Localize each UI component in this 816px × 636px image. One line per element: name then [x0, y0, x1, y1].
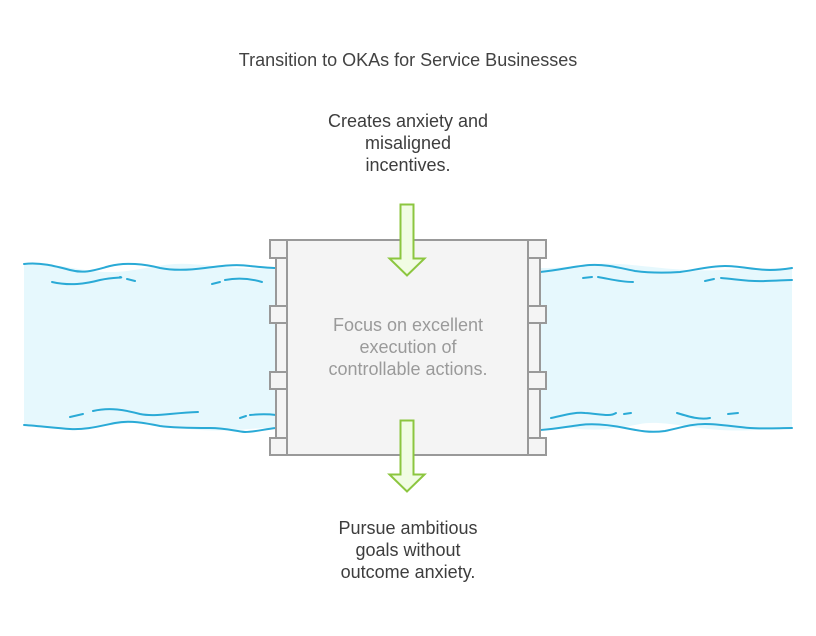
outflow-arrow-icon [387, 419, 427, 493]
river-top-ripple-right-1 [582, 276, 593, 279]
river-top-ripple-right-3 [704, 278, 715, 282]
inflow-arrow-icon [387, 203, 427, 277]
river-bottom-ripple-right-3 [676, 412, 711, 420]
dam-right-cap-3 [527, 371, 547, 390]
river-bottom-ripple-right-2 [623, 412, 632, 415]
outflow-label: Pursue ambitious goals without outcome a… [300, 517, 516, 583]
river-top-ripple-left-3 [211, 281, 221, 285]
dam-label: Focus on excellent execution of controll… [300, 314, 516, 380]
inflow-label-line: misaligned [364, 133, 452, 153]
river-bottom-ripple-left-4 [249, 413, 277, 416]
dam-right-cap-4 [527, 437, 547, 456]
river-top-ripple-right-2 [597, 276, 634, 283]
dam-icon [269, 239, 547, 456]
river-bottom-ripple-left-2 [92, 408, 199, 417]
river-bottom-wave-left [23, 420, 277, 434]
inflow-label: Creates anxiety and misaligned incentive… [300, 110, 516, 176]
river-bottom-ripple-right-4 [727, 412, 739, 415]
inflow-label-line: Creates anxiety and [327, 111, 489, 131]
river-top-ripple-left-1 [51, 276, 123, 286]
river-top-wave-right [539, 263, 793, 274]
dam-right-column [527, 257, 541, 439]
inflow-label-line: incentives. [365, 155, 451, 175]
river-top-ripple-left-4 [224, 277, 263, 283]
outflow-label-line: outcome anxiety. [340, 562, 476, 582]
dam-label-line: Focus on excellent [332, 315, 484, 335]
river-bottom-ripple-left-1 [69, 413, 84, 418]
outflow-label-line: Pursue ambitious [338, 518, 478, 538]
dam-right-cap-1 [527, 239, 547, 259]
dam-left-cap-2 [269, 305, 288, 324]
outflow-label-line: goals without [355, 540, 461, 560]
dam-label-line: controllable actions. [328, 359, 488, 379]
river-top-ripple-right-4 [720, 277, 793, 283]
dam-left-cap-3 [269, 371, 288, 390]
river-bottom-wave-right [539, 422, 793, 433]
river-bottom-ripple-right-1 [550, 411, 617, 419]
dam-left-column [275, 257, 288, 439]
dam-right-cap-2 [527, 305, 547, 324]
diagram-title: Transition to OKAs for Service Businesse… [238, 50, 578, 70]
river-top-ripple-left-2 [126, 278, 136, 282]
dam-left-cap-4 [269, 437, 288, 456]
river-bottom-ripple-left-3 [239, 415, 247, 419]
dam-left-cap-1 [269, 239, 288, 259]
river-top-wave-left [23, 262, 277, 273]
dam-label-line: execution of [359, 337, 457, 357]
